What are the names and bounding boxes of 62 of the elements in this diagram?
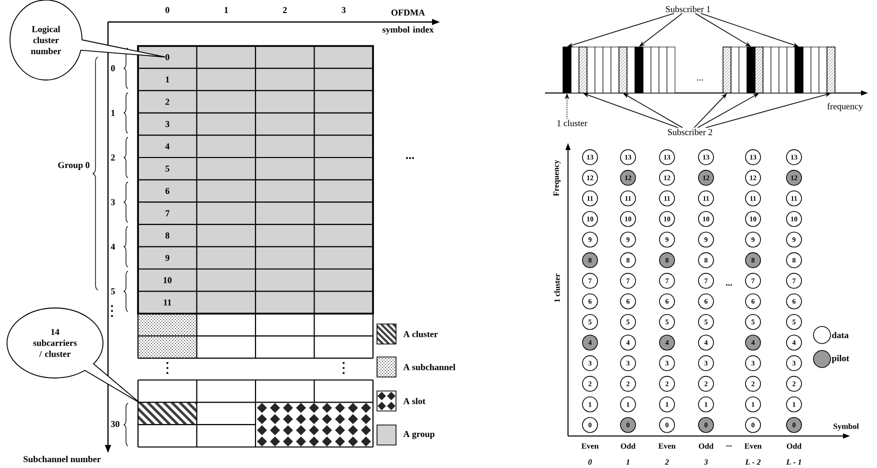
row-number: 1 (166, 76, 170, 82)
ellipsis: ... (697, 79, 703, 81)
axis-label: Frequency (554, 160, 560, 196)
column-index: L - 1 (786, 459, 801, 465)
subscriber-label: Subscriber 1 (666, 6, 710, 12)
column-number: 3 (342, 6, 346, 14)
axis-label: Symbol (834, 423, 859, 431)
subscriber-label: 1 cluster (557, 120, 588, 126)
bracket-number: 1 (111, 110, 115, 116)
subcarrier-bar (722, 46, 732, 94)
bracket-number: 30 (111, 420, 120, 428)
bracket-number: 4 (110, 244, 116, 250)
subcarrier-bar (634, 46, 644, 94)
row-number: 6 (165, 188, 170, 194)
bracket-number: 2 (111, 154, 115, 160)
column-index: L - 2 (745, 459, 761, 465)
column-label: Even (744, 443, 762, 449)
row-number: 10 (164, 277, 172, 284)
group-label: Group 0 (58, 162, 90, 170)
column-label: Even (658, 443, 676, 449)
row-number: 11 (164, 299, 172, 306)
subcarrier-bar (826, 46, 836, 94)
column-label: Even (581, 443, 599, 449)
column-label: Odd (620, 443, 636, 449)
column-index: 0 (588, 459, 592, 465)
column-number: 1 (224, 7, 228, 13)
axis-title: OFDMA symbol index (382, 10, 434, 34)
callout-bubble: 14 subcarriers / cluster (6, 308, 140, 404)
bracket-number: 0 (111, 65, 115, 72)
row-number: 8 (165, 232, 170, 239)
subcarrier-bar (794, 46, 804, 94)
axis-title: Subchannel number (24, 456, 101, 462)
legend-label: A cluster (403, 330, 438, 338)
subcarrier-bar (754, 46, 764, 94)
legend-label: data (832, 332, 849, 338)
column-label: Odd (786, 443, 802, 449)
ellipsis: ... (726, 284, 732, 286)
legend-label: pilot (832, 354, 850, 364)
legend-label: A slot (403, 398, 426, 404)
row-number: 2 (166, 98, 170, 105)
row-number: 9 (165, 254, 170, 261)
ellipsis: ... (726, 445, 732, 447)
column-index: 2 (664, 459, 669, 465)
column-index: 3 (704, 459, 708, 465)
column-number: 2 (283, 7, 287, 13)
subcarrier-bar (578, 46, 588, 94)
column-index: 1 (626, 459, 630, 465)
ellipsis: ... (406, 157, 414, 159)
row-number: 5 (166, 166, 170, 172)
legend-label: A group (403, 431, 434, 439)
bracket-number: 3 (111, 199, 115, 206)
axis-label: frequency (827, 102, 863, 112)
subcarrier-bar (618, 46, 628, 94)
column-label: Odd (698, 443, 714, 449)
bracket-number: 5 (111, 288, 115, 294)
subcarrier-bar (746, 46, 756, 94)
axis-label: 1 cluster (554, 274, 560, 302)
row-number: 3 (166, 121, 170, 128)
row-number: 4 (165, 143, 170, 150)
subscriber-label: Subscriber 2 (668, 128, 712, 136)
legend-label: A subchannel (403, 364, 456, 370)
row-number: 7 (166, 210, 170, 216)
